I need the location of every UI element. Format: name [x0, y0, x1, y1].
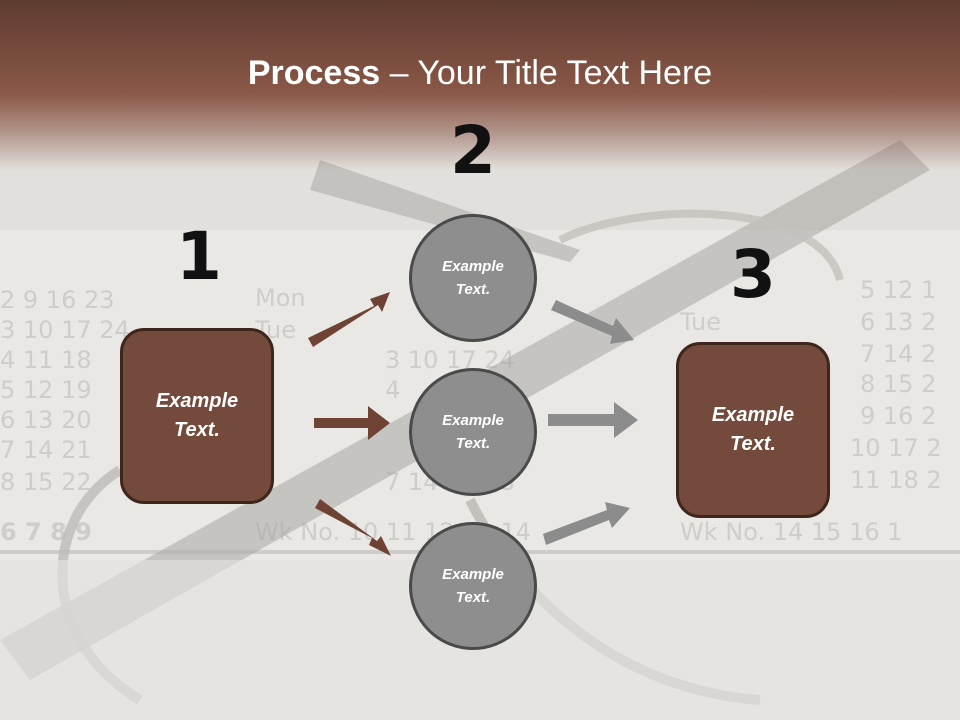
svg-text:7 14 21: 7 14 21: [0, 436, 92, 464]
svg-text:6 13 2: 6 13 2: [860, 308, 936, 336]
header-band: [0, 0, 960, 170]
arrow-to-top-circle: [308, 292, 390, 347]
svg-text:3 10 17 24: 3 10 17 24: [0, 316, 130, 344]
arrow-from-bottom-circle: [543, 502, 630, 545]
svg-text:8 15 22: 8 15 22: [0, 468, 92, 496]
svg-text:4: 4: [385, 376, 400, 404]
arrow-to-middle-circle: [314, 406, 390, 440]
circle-top-text: Example Text.: [442, 258, 504, 298]
circle-top: Example Text.: [409, 214, 537, 342]
right-box: Example Text.: [676, 342, 830, 518]
svg-text:10 17 2: 10 17 2: [850, 434, 942, 462]
circle-bottom-text: Example Text.: [442, 566, 504, 606]
circle-bottom: Example Text.: [409, 522, 537, 650]
svg-text:11 18 2: 11 18 2: [850, 466, 942, 494]
svg-text:Tue: Tue: [679, 308, 721, 336]
title-bold: Process: [247, 54, 381, 92]
step-number-1: 1: [176, 218, 222, 295]
arrow-from-middle-circle: [548, 402, 638, 438]
svg-text:6 13 20: 6 13 20: [0, 406, 92, 434]
svg-text:5 12 19: 5 12 19: [0, 376, 92, 404]
svg-text:2 9 16 23: 2 9 16 23: [0, 286, 115, 314]
svg-text:Wk No. 14 15 16 1: Wk No. 14 15 16 1: [680, 518, 903, 546]
circle-middle: Example Text.: [409, 368, 537, 496]
svg-text:7 14 2: 7 14 2: [860, 340, 936, 368]
arrow-from-top-circle: [551, 300, 634, 344]
slide-title: Process – Your Title Text Here: [0, 54, 960, 93]
circle-middle-text: Example Text.: [442, 412, 504, 452]
svg-text:8 15 2: 8 15 2: [860, 370, 936, 398]
left-box-text: Example Text.: [155, 390, 239, 441]
svg-text:Mon: Mon: [255, 284, 306, 312]
arrow-to-bottom-circle: [315, 499, 391, 556]
svg-text:9 16 2: 9 16 2: [860, 402, 936, 430]
left-box: Example Text.: [120, 328, 274, 504]
svg-text:5 12 1: 5 12 1: [860, 276, 936, 304]
svg-text:4 11 18: 4 11 18: [0, 346, 92, 374]
step-number-3: 3: [730, 236, 776, 313]
right-box-text: Example Text.: [711, 404, 795, 455]
step-number-2: 2: [450, 112, 496, 189]
title-rest: – Your Title Text Here: [380, 54, 713, 92]
